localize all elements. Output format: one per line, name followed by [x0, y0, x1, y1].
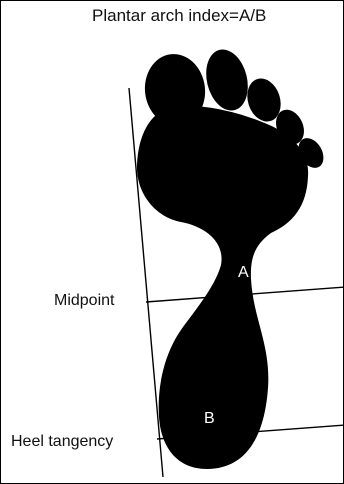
diagram-title: Plantar arch index=A/B: [92, 7, 266, 24]
midpoint-label: Midpoint: [54, 293, 114, 309]
heel-tangency-label: Heel tangency: [11, 434, 113, 450]
footprint-sole: [137, 106, 308, 469]
second-toe: [200, 45, 254, 115]
heel-width-label-b: B: [204, 411, 215, 427]
arch-width-label-a: A: [238, 265, 249, 281]
